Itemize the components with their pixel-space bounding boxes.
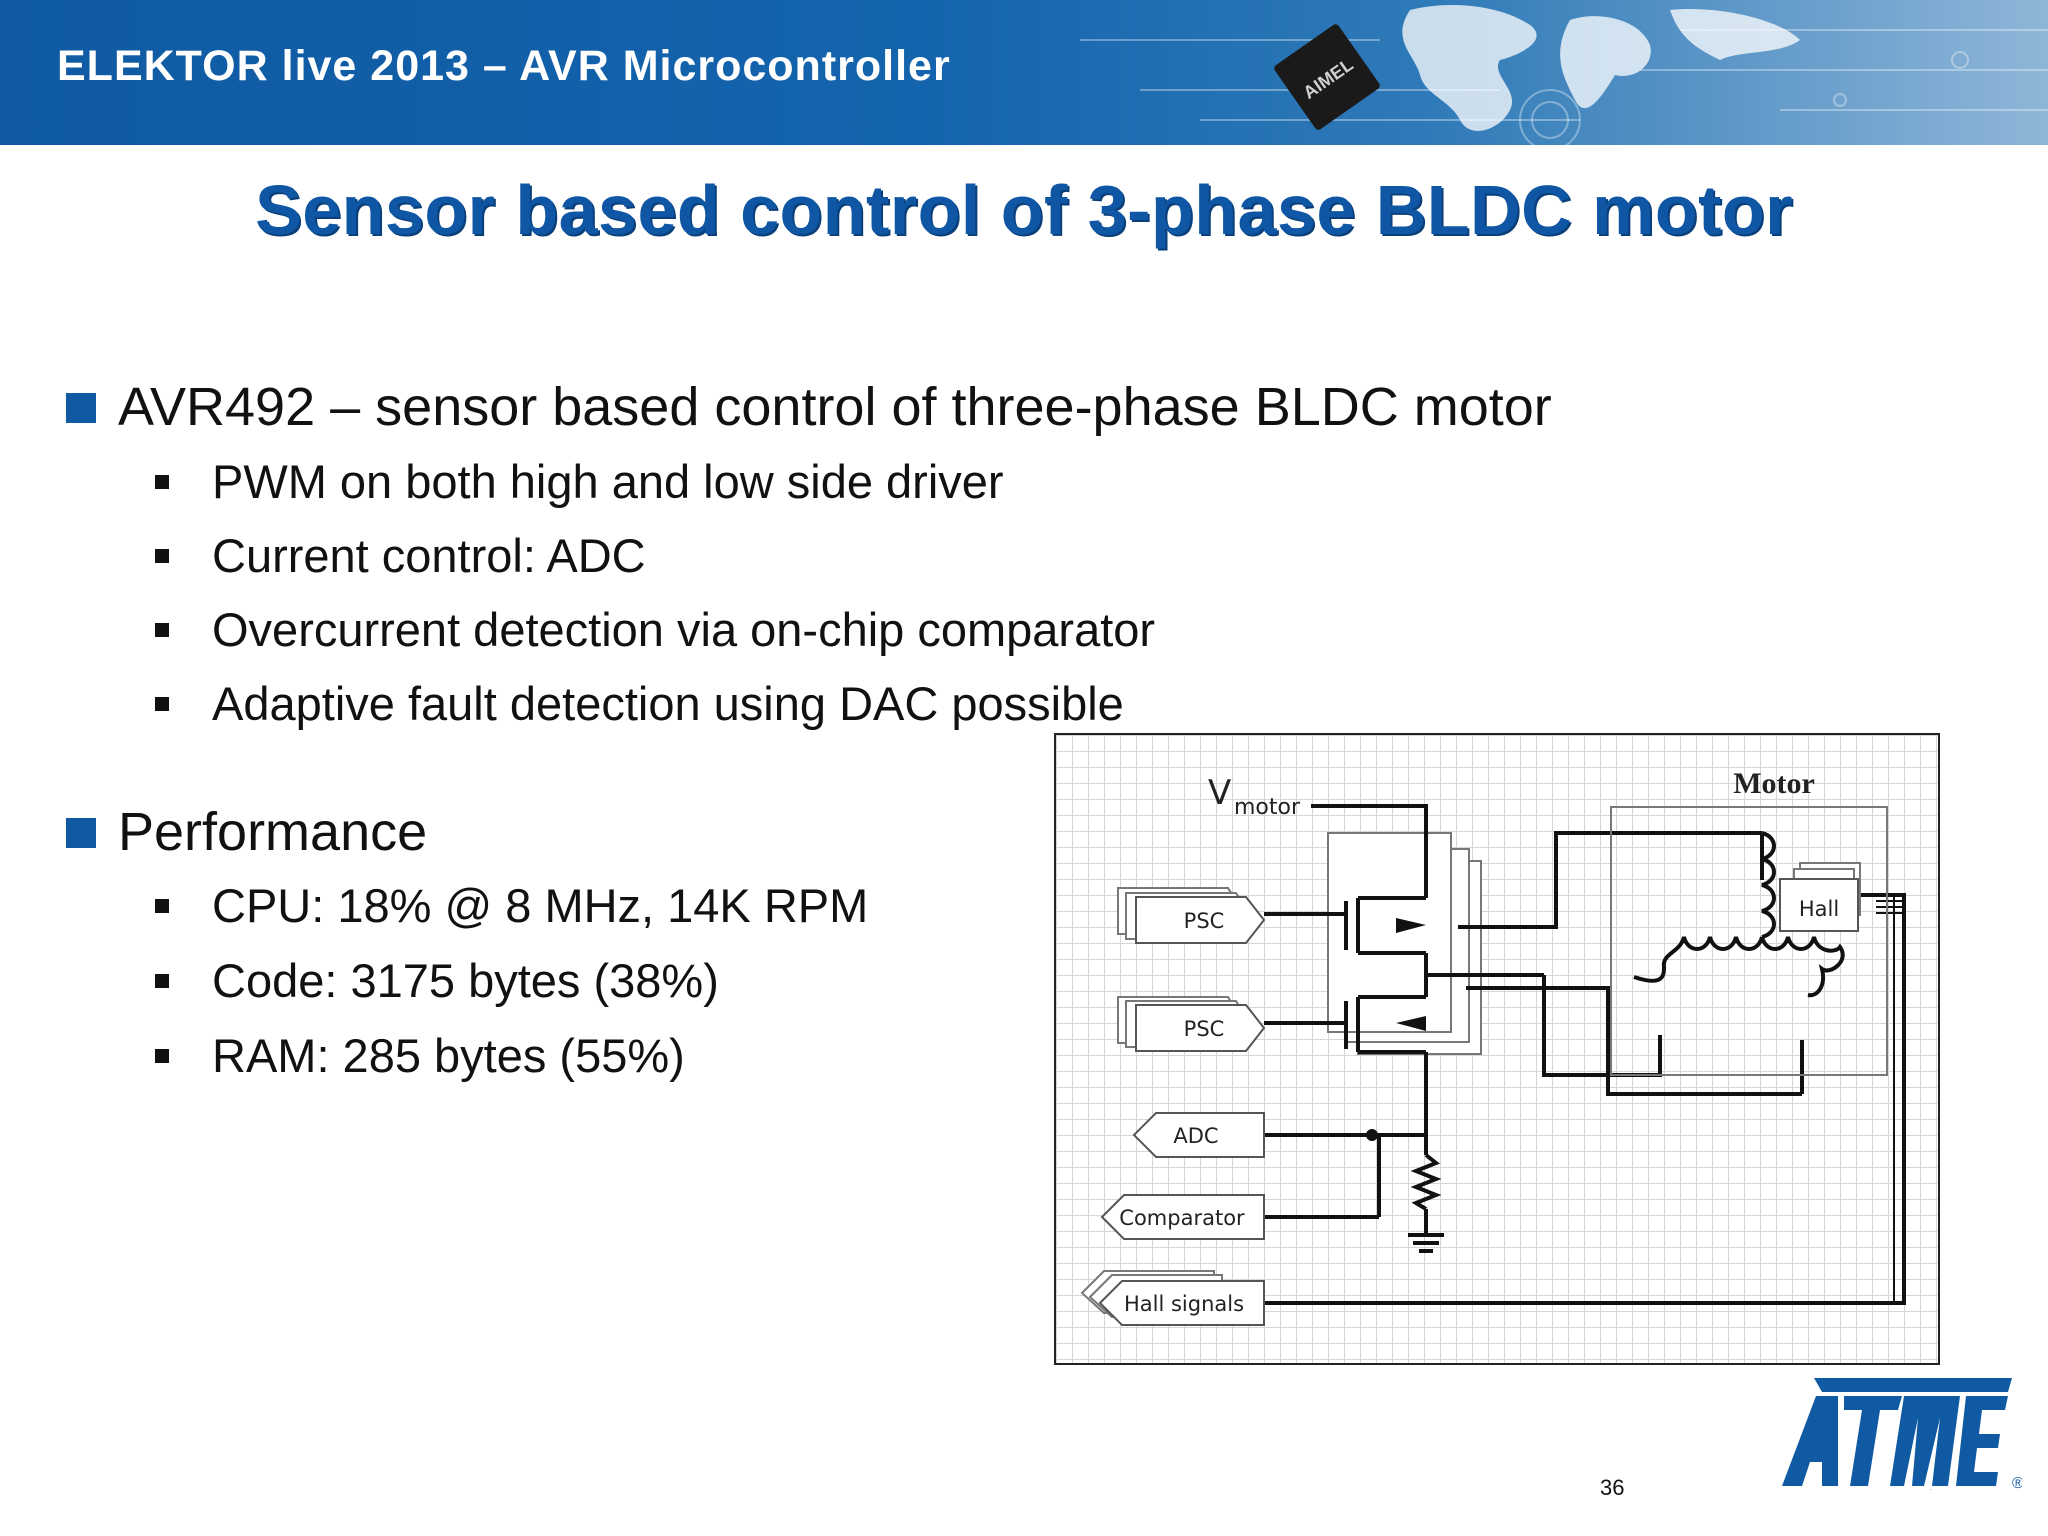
adc-tag <box>1132 1112 1265 1158</box>
header-banner: AIMEL ELEKTOR live 2013 – AVR Microcontr… <box>0 0 2048 145</box>
comparator-label: Comparator <box>1119 1206 1245 1230</box>
sub-bullet-square-icon <box>155 899 169 913</box>
sub-bullet-text: CPU: 18% @ 8 MHz, 14K RPM <box>212 879 869 932</box>
registered-mark: ® <box>2012 1475 2022 1492</box>
sub-bullet-text: RAM: 285 bytes (55%) <box>212 1029 685 1082</box>
sub-bullet-square-icon <box>155 1049 169 1063</box>
logo-text: AIMEL <box>1929 1488 1932 1491</box>
hall-signals-tag <box>1098 1280 1265 1326</box>
world-map-decoration: AIMEL <box>1080 5 2048 145</box>
page-number: 36 <box>1600 1475 1625 1500</box>
psc-tag-2: PSC <box>1117 996 1266 1052</box>
bullet-square-icon <box>66 818 96 848</box>
sub-bullet-square-icon <box>155 549 169 563</box>
slide-title: Sensor based control of 3-phase BLDC mot… <box>255 171 1793 249</box>
chip-icon: AIMEL <box>1274 24 1380 130</box>
bullet-text: AVR492 – sensor based control of three-p… <box>118 377 1552 437</box>
hall-label: Hall <box>1799 897 1839 921</box>
hall-signals-label: Hall signals <box>1124 1292 1244 1316</box>
svg-text:PSC: PSC <box>1184 909 1225 933</box>
vmotor-subscript: motor <box>1234 795 1301 820</box>
header-title: ELEKTOR live 2013 – AVR Microcontroller <box>57 42 951 90</box>
sub-bullet-text: PWM on both high and low side driver <box>212 455 1004 508</box>
sub-bullet-square-icon <box>155 974 169 988</box>
psc-tag-1: PSC <box>1117 887 1266 944</box>
sub-bullet-text: Code: 3175 bytes (38%) <box>212 954 719 1007</box>
sub-bullet-square-icon <box>155 475 169 489</box>
comparator-tag <box>1100 1194 1265 1240</box>
sub-bullet-square-icon <box>155 697 169 711</box>
vmotor-label: V <box>1208 773 1231 813</box>
sub-bullet-text: Current control: ADC <box>212 529 646 582</box>
sub-bullet-text: Overcurrent detection via on-chip compar… <box>212 603 1156 656</box>
bullet-text: Performance <box>118 802 428 862</box>
adc-label: ADC <box>1173 1124 1218 1148</box>
sub-bullet-text: Adaptive fault detection using DAC possi… <box>212 677 1124 730</box>
bldc-circuit-diagram: Hall PSC PSC ADC Comparator Hall signals… <box>1054 733 1940 1365</box>
motor-label: Motor <box>1733 767 1815 800</box>
sub-bullet-square-icon <box>155 623 169 637</box>
svg-text:PSC: PSC <box>1184 1017 1225 1041</box>
atmel-logo: AIMEL ® <box>1782 1378 2022 1492</box>
bullet-square-icon <box>66 393 96 423</box>
